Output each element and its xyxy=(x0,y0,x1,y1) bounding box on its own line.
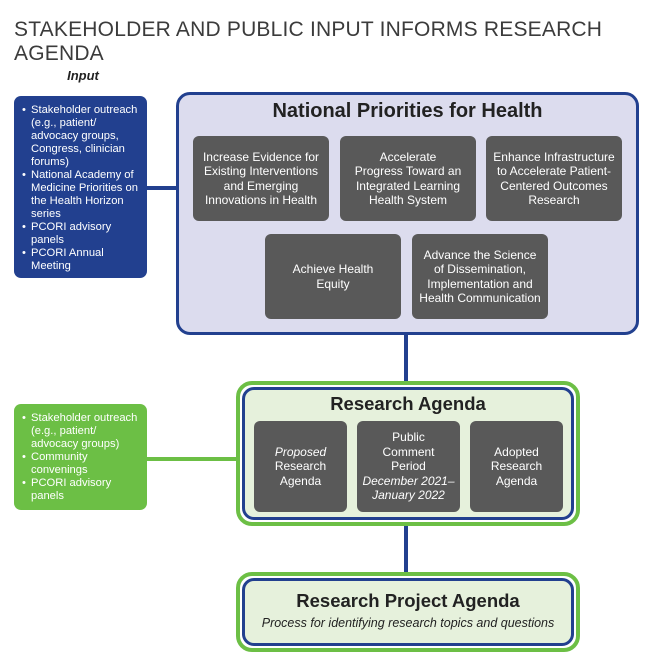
input-column-label: Input xyxy=(67,68,99,83)
input-box-research-agenda: Stakeholder outreach (e.g., patient/ adv… xyxy=(14,404,147,510)
proposed-research-agenda-box: Proposed Research Agenda xyxy=(254,421,347,512)
input-item: National Academy of Medicine Priorities … xyxy=(22,169,139,221)
input-item: Stakeholder outreach (e.g., patient/ adv… xyxy=(22,104,139,169)
priority-box-increase-evidence: Increase Evidence for Existing Intervent… xyxy=(193,136,329,221)
public-comment-dates: December 2021–January 2022 xyxy=(362,473,455,503)
input-item: PCORI advisory panels xyxy=(22,221,139,247)
input-item: PCORI advisory panels xyxy=(22,477,139,503)
research-project-agenda-subtitle: Process for identifying research topics … xyxy=(261,616,555,630)
priority-box-enhance-infrastructure: Enhance Infrastructure to Accelerate Pat… xyxy=(486,136,622,221)
research-project-agenda-panel xyxy=(242,578,574,646)
research-project-agenda-title: Research Project Agenda xyxy=(296,590,520,611)
priority-box-accelerate-progress: Accelerate Progress Toward an Integrated… xyxy=(340,136,476,221)
page-title: STAKEHOLDER AND PUBLIC INPUT INFORMS RES… xyxy=(14,18,603,65)
connector-ra-to-rpa xyxy=(404,526,408,573)
input-item: PCORI Annual Meeting xyxy=(22,247,139,273)
input-box-national-priorities: Stakeholder outreach (e.g., patient/ adv… xyxy=(14,96,147,278)
adopted-research-agenda-box: Adopted Research Agenda xyxy=(470,421,563,512)
connector-input-top xyxy=(147,186,177,190)
research-agenda-title: Research Agenda xyxy=(330,393,486,414)
proposed-rest-label: Research Agenda xyxy=(274,459,327,488)
proposed-label: Proposed xyxy=(274,444,327,459)
public-comment-box: Public Comment Period December 2021–Janu… xyxy=(357,421,460,512)
input-item: Community convenings xyxy=(22,451,139,477)
connector-input-mid xyxy=(147,457,237,461)
national-priorities-title: National Priorities for Health xyxy=(272,100,543,122)
priority-box-dissemination: Advance the Science of Dissemination, Im… xyxy=(412,234,548,319)
priority-box-health-equity: Achieve Health Equity xyxy=(265,234,401,319)
public-comment-label: Public Comment Period xyxy=(382,430,435,474)
connector-np-to-ra xyxy=(404,335,408,382)
input-item: Stakeholder outreach (e.g., patient/ adv… xyxy=(22,412,139,451)
